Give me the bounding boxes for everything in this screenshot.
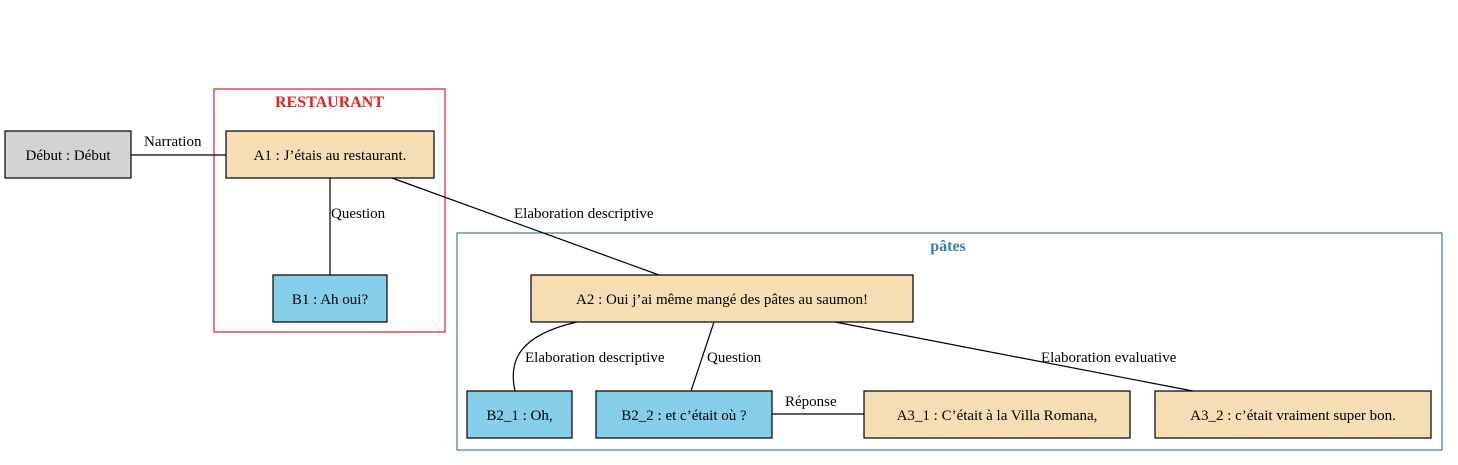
- edge-label-elaboration-evaluative: Elaboration evaluative: [1041, 350, 1177, 366]
- node-debut[interactable]: Début : Début: [4, 130, 132, 179]
- node-a3-1-label: A3_1 : C’était à la Villa Romana,: [897, 408, 1098, 424]
- node-b2-1[interactable]: B2_1 : Oh,: [466, 390, 573, 439]
- node-b2-1-box: [466, 390, 573, 439]
- node-a3-2[interactable]: A3_2 : c’était vraiment super bon.: [1154, 390, 1432, 439]
- node-a3-2-label: A3_2 : c’était vraiment super bon.: [1190, 408, 1396, 424]
- node-b2-1-label: B2_1 : Oh,: [486, 408, 552, 424]
- node-a2-box: [530, 274, 914, 323]
- edge-label-elaboration-a2-b2-1: Elaboration descriptive: [525, 350, 665, 366]
- edge-label-reponse: Réponse: [785, 394, 837, 410]
- node-b2-2-label: B2_2 : et c’était où ?: [621, 408, 747, 424]
- node-a2[interactable]: A2 : Oui j’ai même mangé des pâtes au sa…: [530, 274, 914, 323]
- node-b1-label: B1 : Ah oui?: [292, 292, 369, 308]
- node-a1-box: [225, 130, 435, 179]
- node-a3-1[interactable]: A3_1 : C’était à la Villa Romana,: [863, 390, 1131, 439]
- node-b1-box: [272, 274, 388, 323]
- cluster-pates-title: pâtes: [930, 238, 966, 255]
- edge-label-question-a1-b1: Question: [331, 206, 386, 222]
- node-a1[interactable]: A1 : J’étais au restaurant.: [225, 130, 435, 179]
- edge-a2-b2-1: [512, 321, 578, 392]
- node-b2-2-box: [595, 390, 773, 439]
- node-debut-box: [4, 130, 132, 179]
- edge-label-elaboration-a1-a2: Elaboration descriptive: [514, 206, 654, 222]
- edge-a2-a3-2: [834, 321, 1194, 392]
- edge-a1-a2: [391, 177, 660, 276]
- edge-labels: Narration Question Elaboration descripti…: [144, 134, 1177, 410]
- node-a1-label: A1 : J’étais au restaurant.: [254, 148, 407, 164]
- edges: [131, 154, 1194, 415]
- cluster-restaurant-title: RESTAURANT: [275, 94, 384, 111]
- node-debut-label: Début : Début: [26, 148, 112, 164]
- edge-label-question-a2-b2-2: Question: [707, 350, 762, 366]
- edge-label-narration: Narration: [144, 134, 202, 150]
- node-a3-2-box: [1154, 390, 1432, 439]
- node-a3-1-box: [863, 390, 1131, 439]
- cluster-restaurant-border: [213, 88, 446, 333]
- node-a2-label: A2 : Oui j’ai même mangé des pâtes au sa…: [576, 292, 868, 308]
- cluster-pates: pâtes: [456, 232, 1443, 451]
- node-b2-2[interactable]: B2_2 : et c’était où ?: [595, 390, 773, 439]
- node-b1[interactable]: B1 : Ah oui?: [272, 274, 388, 323]
- edge-a2-b2-2: [690, 321, 715, 392]
- cluster-pates-border: [456, 232, 1443, 451]
- cluster-restaurant: RESTAURANT: [213, 88, 446, 333]
